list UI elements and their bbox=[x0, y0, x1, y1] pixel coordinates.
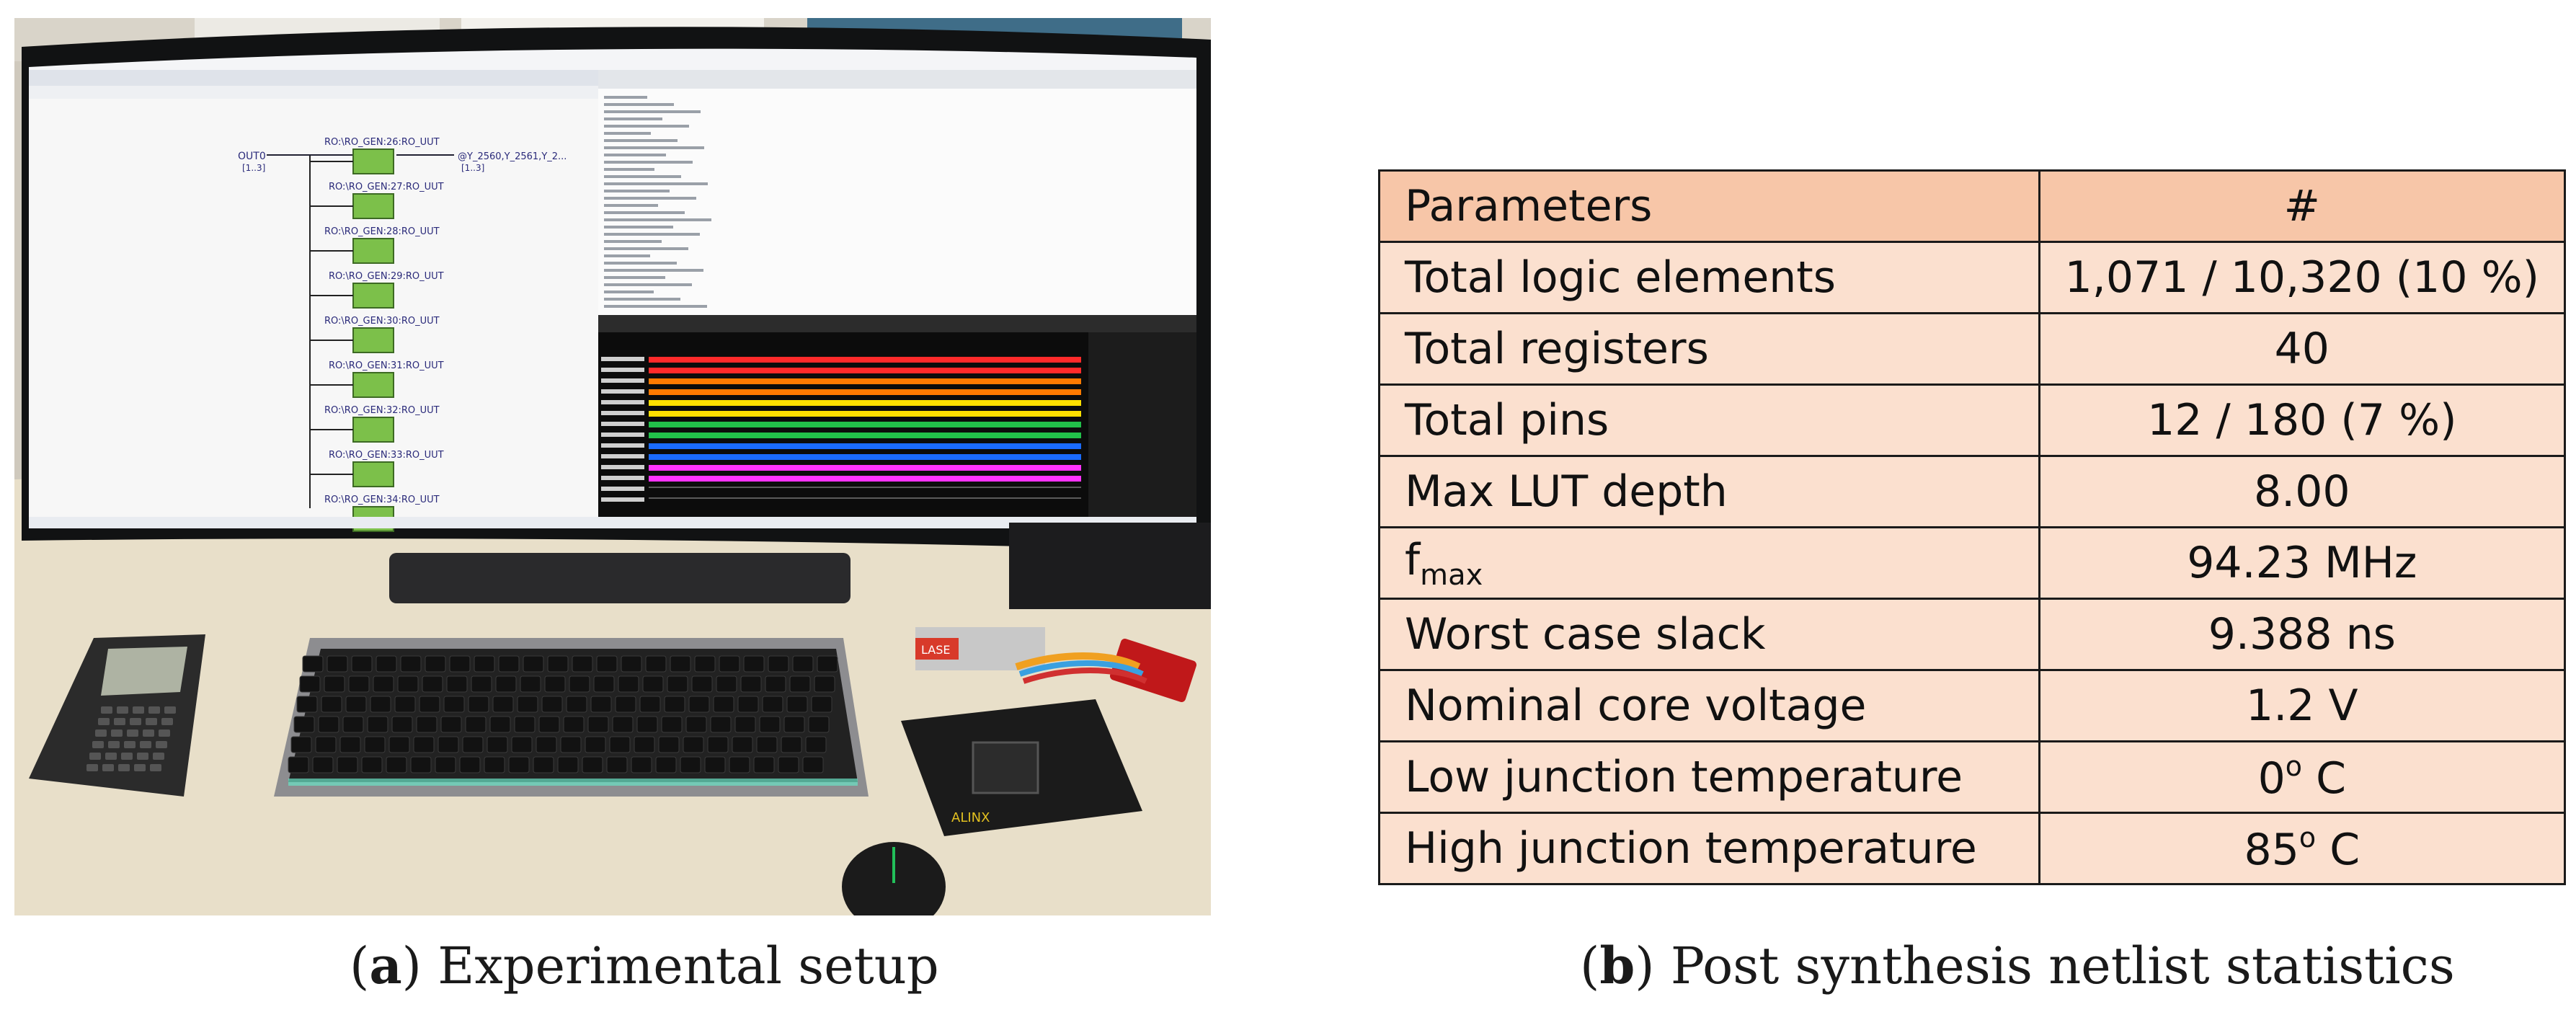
table-row: Total pins 12 / 180 (7 %) bbox=[1378, 383, 2567, 457]
schematic-block bbox=[352, 283, 394, 309]
schematic-block-label: RO:\RO_GEN:27:RO_UUT bbox=[329, 182, 444, 192]
calculator bbox=[29, 634, 205, 797]
temp-unit: C bbox=[2302, 753, 2346, 804]
param-cell: Nominal core voltage bbox=[1378, 669, 2040, 742]
caption-b-label: b bbox=[1599, 936, 1635, 995]
schematic-block-label: RO:\RO_GEN:32:RO_UUT bbox=[324, 405, 440, 416]
degree-sup: o bbox=[2285, 750, 2303, 782]
value-cell-temperature: 85o C bbox=[2038, 812, 2567, 885]
schematic-block bbox=[352, 327, 394, 353]
table-row: Worst case slack 9.388 ns bbox=[1378, 598, 2567, 671]
schematic-block bbox=[352, 461, 394, 487]
param-cell: Worst case slack bbox=[1378, 598, 2040, 671]
mouse bbox=[842, 842, 946, 915]
schematic-block-label: RO:\RO_GEN:34:RO_UUT bbox=[324, 495, 440, 505]
experimental-setup-photo: OUT0 [1..3] @Y_2560,Y_2561,Y_2... [1..3]… bbox=[14, 18, 1211, 915]
value-cell: 12 / 180 (7 %) bbox=[2038, 383, 2567, 457]
table-row: Max LUT depth 8.00 bbox=[1378, 455, 2567, 528]
caption-b-text: Post synthesis netlist statistics bbox=[1670, 936, 2455, 995]
board-label: ALINX bbox=[951, 810, 990, 825]
schematic-input-label: @Y_2560,Y_2561,Y_2... bbox=[458, 151, 567, 162]
param-cell: Total registers bbox=[1378, 312, 2040, 386]
temp-unit: C bbox=[2316, 825, 2360, 875]
caption-a-text: Experimental setup bbox=[438, 936, 939, 995]
schematic-block-list: RO:\RO_GEN:26:RO_UUT RO:\RO_GEN:27:RO_UUT… bbox=[310, 137, 444, 532]
caption-a-label: a bbox=[369, 936, 402, 995]
param-cell: Total pins bbox=[1378, 383, 2040, 457]
value-cell: 8.00 bbox=[2038, 455, 2567, 528]
value-cell: 94.23 MHz bbox=[2038, 526, 2567, 600]
schematic-block-label: RO:\RO_GEN:30:RO_UUT bbox=[324, 316, 440, 327]
value-cell: 1.2 V bbox=[2038, 669, 2567, 742]
schematic-block bbox=[352, 193, 394, 219]
caption-a: (a) Experimental setup bbox=[350, 936, 939, 995]
monitor-screen: OUT0 [1..3] @Y_2560,Y_2561,Y_2... [1..3]… bbox=[29, 48, 1196, 532]
param-cell: Low junction temperature bbox=[1378, 740, 2040, 814]
schematic-block-label: RO:\RO_GEN:29:RO_UUT bbox=[329, 271, 444, 282]
table-row: High junction temperature 85o C bbox=[1378, 812, 2567, 885]
param-cell: Max LUT depth bbox=[1378, 455, 2040, 528]
log-text-lines bbox=[604, 96, 711, 308]
table-row: fmax 94.23 MHz bbox=[1378, 526, 2567, 600]
header-value: # bbox=[2038, 169, 2567, 243]
waveform-traces bbox=[601, 357, 1081, 502]
board-brand: LASE bbox=[921, 643, 951, 657]
temp-number: 85 bbox=[2244, 825, 2299, 875]
schematic-block-label: RO:\RO_GEN:33:RO_UUT bbox=[329, 450, 444, 461]
param-cell-fmax: fmax bbox=[1378, 526, 2040, 600]
caption-b: (b) Post synthesis netlist statistics bbox=[1580, 936, 2455, 995]
param-cell: Total logic elements bbox=[1378, 241, 2040, 314]
table-row: Total logic elements 1,071 / 10,320 (10 … bbox=[1378, 241, 2567, 314]
schematic-output-label: OUT0 bbox=[238, 151, 266, 162]
value-cell: 1,071 / 10,320 (10 %) bbox=[2038, 241, 2567, 314]
value-cell-temperature: 0o C bbox=[2038, 740, 2567, 814]
table-row: Total registers 40 bbox=[1378, 312, 2567, 386]
schematic-block bbox=[352, 238, 394, 264]
schematic-block bbox=[352, 372, 394, 398]
table-row: Nominal core voltage 1.2 V bbox=[1378, 669, 2567, 742]
table-row: Low junction temperature 0o C bbox=[1378, 740, 2567, 814]
netlist-statistics-table: Parameters # Total logic elements 1,071 … bbox=[1378, 169, 2567, 885]
temp-number: 0 bbox=[2257, 753, 2286, 804]
fmax-subscript: max bbox=[1420, 558, 1483, 592]
schematic-input-range: [1..3] bbox=[461, 163, 484, 173]
schematic-block bbox=[352, 417, 394, 443]
degree-sup: o bbox=[2299, 822, 2317, 853]
value-cell: 40 bbox=[2038, 312, 2567, 386]
table-header-row: Parameters # bbox=[1378, 169, 2567, 243]
schematic-block-label: RO:\RO_GEN:31:RO_UUT bbox=[329, 360, 444, 371]
keyboard bbox=[274, 638, 869, 797]
value-cell: 9.388 ns bbox=[2038, 598, 2567, 671]
schematic-block bbox=[352, 148, 394, 174]
schematic-output-range: [1..3] bbox=[242, 163, 265, 173]
param-cell: High junction temperature bbox=[1378, 812, 2040, 885]
fmax-symbol: f bbox=[1405, 534, 1421, 585]
header-parameters: Parameters bbox=[1378, 169, 2040, 243]
schematic-block-label: RO:\RO_GEN:28:RO_UUT bbox=[324, 226, 440, 237]
fpga-board: ALINX LASE bbox=[901, 627, 1197, 836]
schematic-block-label: RO:\RO_GEN:26:RO_UUT bbox=[324, 137, 440, 148]
